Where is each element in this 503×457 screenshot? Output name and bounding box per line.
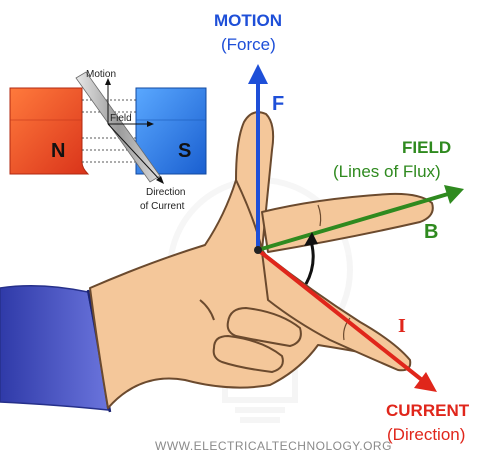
- website-watermark: WWW.ELECTRICALTECHNOLOGY.ORG: [155, 439, 392, 453]
- current-subtitle: (Direction): [387, 425, 466, 444]
- south-pole-label: S: [178, 140, 192, 162]
- rotation-arrow: [304, 232, 318, 285]
- field-title: FIELD: [402, 138, 452, 157]
- magnet-inset: [9, 71, 207, 184]
- inset-field-label: Field: [110, 113, 132, 124]
- conductor-rod: [75, 71, 161, 183]
- inset-motion-label: Motion: [86, 69, 117, 80]
- force-axis: [248, 64, 268, 250]
- motion-subtitle: (Force): [221, 35, 276, 54]
- field-axis: [257, 185, 464, 252]
- field-symbol: B: [424, 221, 439, 243]
- current-symbol: I: [398, 315, 406, 337]
- north-pole-label: N: [51, 140, 66, 162]
- force-symbol: F: [272, 93, 285, 115]
- inset-direction-label: Direction: [146, 187, 186, 198]
- north-magnet: [9, 87, 90, 175]
- motion-title: MOTION: [214, 11, 282, 30]
- current-title: CURRENT: [386, 401, 470, 420]
- inset-of-current-label: of Current: [140, 201, 185, 212]
- field-subtitle: (Lines of Flux): [333, 162, 441, 181]
- current-axis: [256, 248, 437, 392]
- origin-dot: [254, 246, 262, 254]
